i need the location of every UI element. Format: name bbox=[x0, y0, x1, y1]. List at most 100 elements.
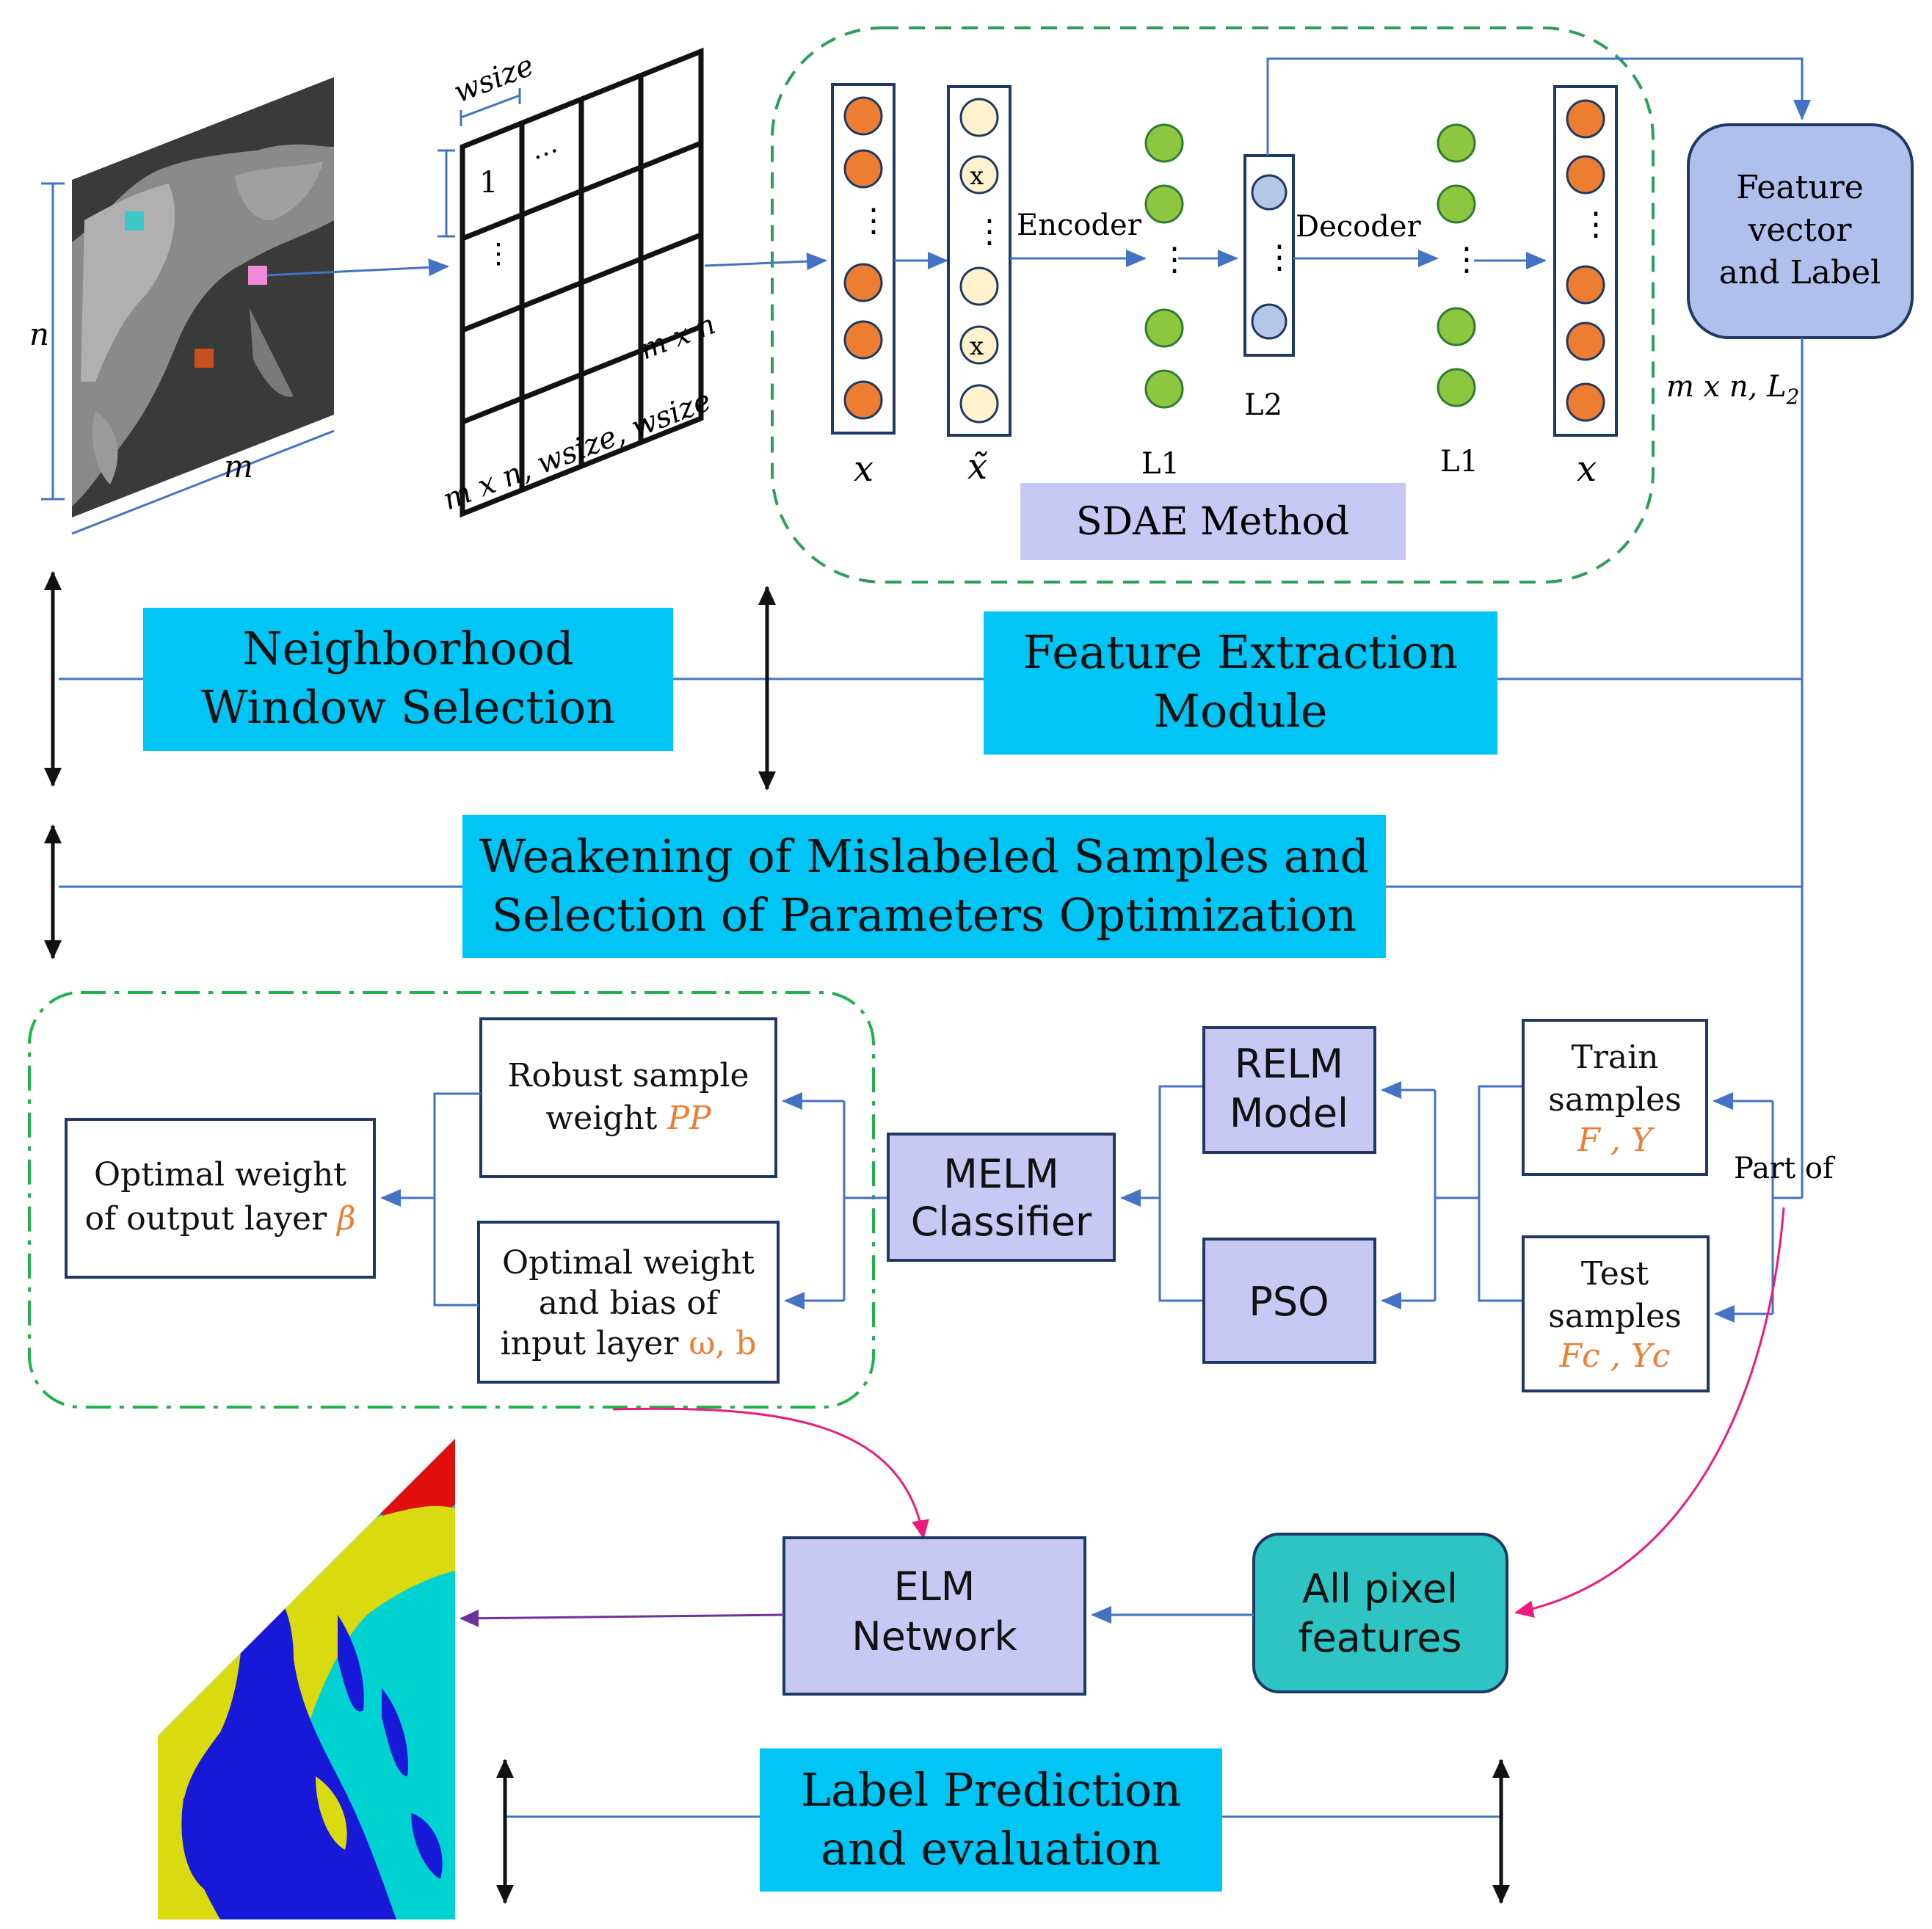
grid-cell-dots-v: ⋮ bbox=[484, 237, 512, 269]
elm-line2: Network bbox=[851, 1613, 1017, 1660]
neighborhood-window-selection-box bbox=[143, 608, 673, 751]
optimal-in-line3-group: input layer ω, b bbox=[501, 1325, 757, 1362]
weakening-line2: Selection of Parameters Optimization bbox=[492, 888, 1357, 942]
grid-cell-first: 1 bbox=[479, 166, 498, 200]
encoder-label: Encoder bbox=[1017, 208, 1142, 242]
neighborhood-line2: Window Selection bbox=[201, 680, 616, 734]
input-nodes bbox=[843, 96, 883, 420]
input-dots: ⋮ bbox=[857, 202, 890, 239]
image-to-grid-arrow bbox=[266, 258, 449, 277]
label-prediction-box bbox=[760, 1748, 1222, 1892]
sample-marker-cyan bbox=[125, 211, 144, 230]
n-label: n bbox=[29, 316, 49, 352]
optimal-out-line1: Optimal weight bbox=[94, 1156, 346, 1194]
corrupted-layer-x-tilde bbox=[947, 85, 1012, 437]
melm-line1: MELM bbox=[943, 1151, 1058, 1197]
neighborhood-grid bbox=[460, 47, 704, 518]
robust-line1: Robust sample bbox=[507, 1057, 749, 1094]
label-pred-line1: Label Prediction bbox=[801, 1763, 1181, 1817]
train-samples-box bbox=[1522, 1019, 1708, 1176]
l2-label: L2 bbox=[1244, 388, 1282, 422]
corrupted-dots: ⋮ bbox=[973, 213, 1006, 250]
test-line1: Test bbox=[1581, 1255, 1649, 1293]
train-line1: Train bbox=[1571, 1039, 1658, 1076]
hidden-layer-l1-right bbox=[1437, 123, 1476, 407]
wsize-bracket-h bbox=[460, 94, 520, 119]
train-symbol: F , Y bbox=[1577, 1122, 1655, 1159]
neighborhood-line1: Neighborhood bbox=[242, 622, 573, 675]
test-line2: samples bbox=[1548, 1298, 1681, 1335]
melm-group-border bbox=[28, 991, 875, 1409]
noise-mark-2: x bbox=[970, 332, 984, 361]
sample-marker-pink bbox=[248, 266, 267, 285]
input-layer-x bbox=[831, 83, 896, 435]
weakening-line1: Weakening of Mislabeled Samples and bbox=[479, 829, 1369, 883]
decoder-label: Decoder bbox=[1296, 210, 1422, 244]
grid-caption: m x n, wsize, wsize bbox=[438, 384, 716, 517]
pso-label: PSO bbox=[1249, 1279, 1329, 1325]
features-to-allpixel-pink-arrow bbox=[1514, 1207, 1785, 1619]
grid-cell-dots-h: … bbox=[526, 128, 562, 166]
feature-vector-box bbox=[1687, 123, 1914, 339]
output-layer-x bbox=[1553, 85, 1618, 437]
sdae-group-border bbox=[771, 26, 1655, 584]
grid-to-sdae-arrow bbox=[704, 253, 827, 271]
elm-line1: ELM bbox=[894, 1563, 976, 1610]
sdae-method-label-box bbox=[1020, 483, 1406, 560]
x-tilde-label: x̃ bbox=[967, 446, 987, 487]
melm-left-bracket bbox=[433, 1092, 481, 1307]
optimal-in-line2: and bias of bbox=[539, 1285, 720, 1322]
feature-vector-line3: and Label bbox=[1719, 254, 1881, 291]
sample-marker-orange bbox=[195, 349, 214, 368]
feature-vector-line2: vector bbox=[1748, 211, 1853, 249]
l1-label: L1 bbox=[1141, 447, 1180, 481]
elm-to-map-arrow bbox=[460, 1609, 785, 1627]
feature-extraction-line2: Module bbox=[1154, 684, 1328, 738]
feature-extraction-module-box bbox=[984, 611, 1497, 755]
l1-right-label: L1 bbox=[1440, 445, 1478, 479]
relm-line2: Model bbox=[1230, 1090, 1348, 1136]
optimal-in-line1: Optimal weight bbox=[502, 1244, 755, 1282]
feature-vector-line1: Feature bbox=[1736, 169, 1864, 206]
m-label: m bbox=[224, 448, 253, 484]
l2-to-feature-vector-arrow bbox=[1266, 57, 1811, 156]
output-nodes bbox=[1566, 99, 1605, 422]
allpix-line1: All pixel bbox=[1302, 1566, 1458, 1612]
corrupted-nodes bbox=[959, 98, 999, 424]
output-dots: ⋮ bbox=[1580, 206, 1612, 243]
test-symbol: Fc , Yc bbox=[1559, 1337, 1671, 1375]
m-dimension-line bbox=[71, 429, 335, 535]
relm-pso-bracket bbox=[1158, 1085, 1204, 1302]
l2-dots: ⋮ bbox=[1263, 239, 1296, 276]
feature-extraction-line1: Feature Extraction bbox=[1023, 625, 1459, 679]
robust-line2-group: weight PP bbox=[545, 1100, 712, 1137]
classification-map bbox=[158, 1439, 455, 1919]
x-label: x bbox=[854, 448, 874, 490]
test-samples-box bbox=[1522, 1235, 1710, 1392]
feature-dims-label: m x n, L2 bbox=[1666, 370, 1800, 409]
satellite-image bbox=[72, 77, 334, 517]
wsize-label: wsize bbox=[449, 48, 538, 109]
melm-to-elm-pink-arrow bbox=[612, 1407, 929, 1539]
samples-bracket bbox=[1478, 1085, 1523, 1302]
pso-box bbox=[1202, 1238, 1376, 1364]
bottleneck-nodes bbox=[1251, 174, 1288, 340]
optimal-output-weight-box bbox=[65, 1118, 376, 1279]
noise-mark-1: x bbox=[970, 161, 984, 191]
relm-model-box bbox=[1202, 1026, 1376, 1154]
elm-network-box bbox=[782, 1536, 1086, 1696]
part-of-label: Part of bbox=[1734, 1152, 1836, 1185]
sdae-method-title: SDAE Method bbox=[1076, 500, 1349, 544]
hidden-layer-l1-left bbox=[1144, 123, 1184, 409]
train-line2: samples bbox=[1548, 1081, 1681, 1119]
melm-line2: Classifier bbox=[911, 1199, 1092, 1245]
label-pred-line2: and evaluation bbox=[821, 1822, 1161, 1875]
robust-sample-weight-box bbox=[479, 1017, 777, 1178]
optimal-out-line2-group: of output layer β bbox=[84, 1200, 355, 1238]
x-right-label: x bbox=[1577, 448, 1597, 490]
relm-line1: RELM bbox=[1235, 1041, 1343, 1087]
melm-classifier-box bbox=[887, 1133, 1116, 1262]
optimal-input-weight-box bbox=[477, 1221, 780, 1384]
allpix-line2: features bbox=[1298, 1615, 1461, 1661]
